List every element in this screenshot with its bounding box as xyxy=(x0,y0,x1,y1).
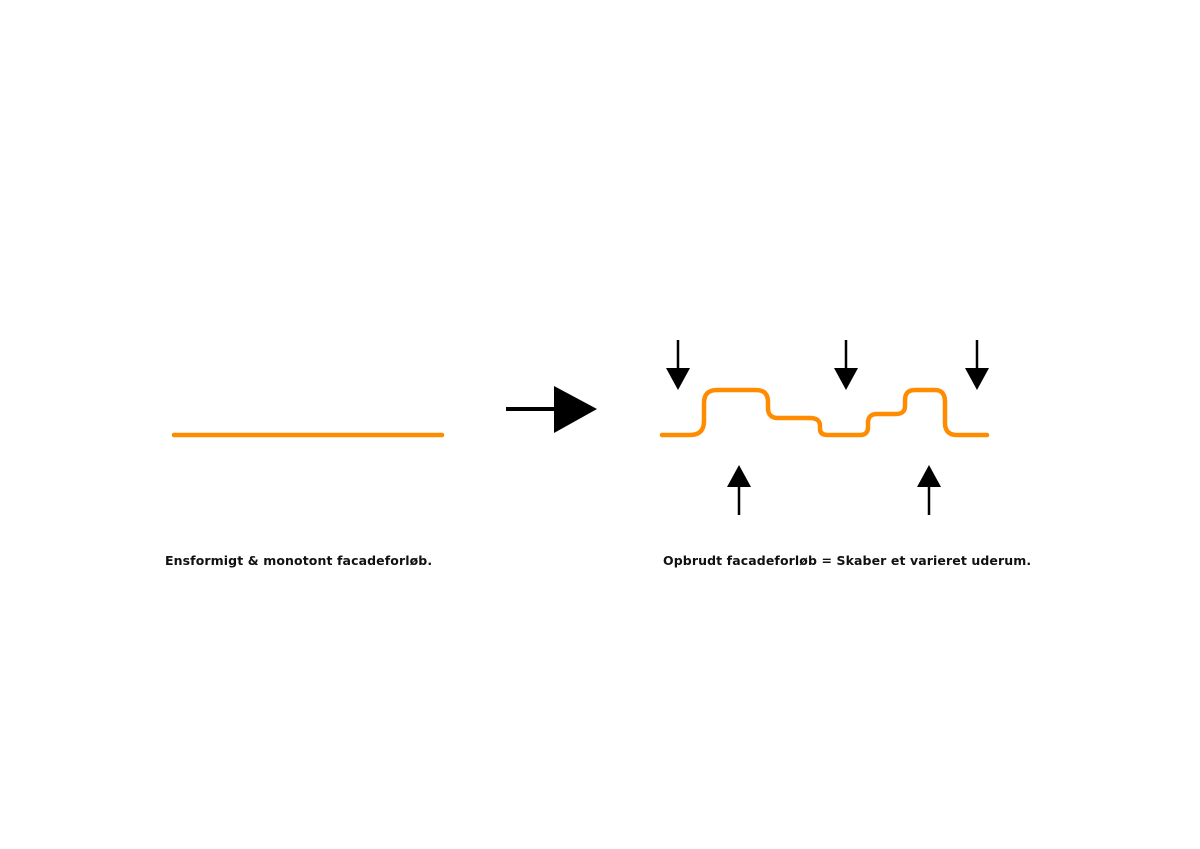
arrow-down-icon-1 xyxy=(666,340,690,390)
arrow-up-icon-2 xyxy=(917,465,941,515)
arrow-down-icon-2 xyxy=(834,340,858,390)
varied-facade-caption: Opbrudt facadeforløb = Skaber et variere… xyxy=(663,553,1032,568)
monotone-facade-caption: Ensformigt & monotont facadeforløb. xyxy=(165,553,433,568)
arrow-down-icon-3 xyxy=(965,340,989,390)
arrow-up-icon-1 xyxy=(727,465,751,515)
varied-facade-line xyxy=(659,387,990,438)
transition-arrow-icon xyxy=(506,386,597,433)
